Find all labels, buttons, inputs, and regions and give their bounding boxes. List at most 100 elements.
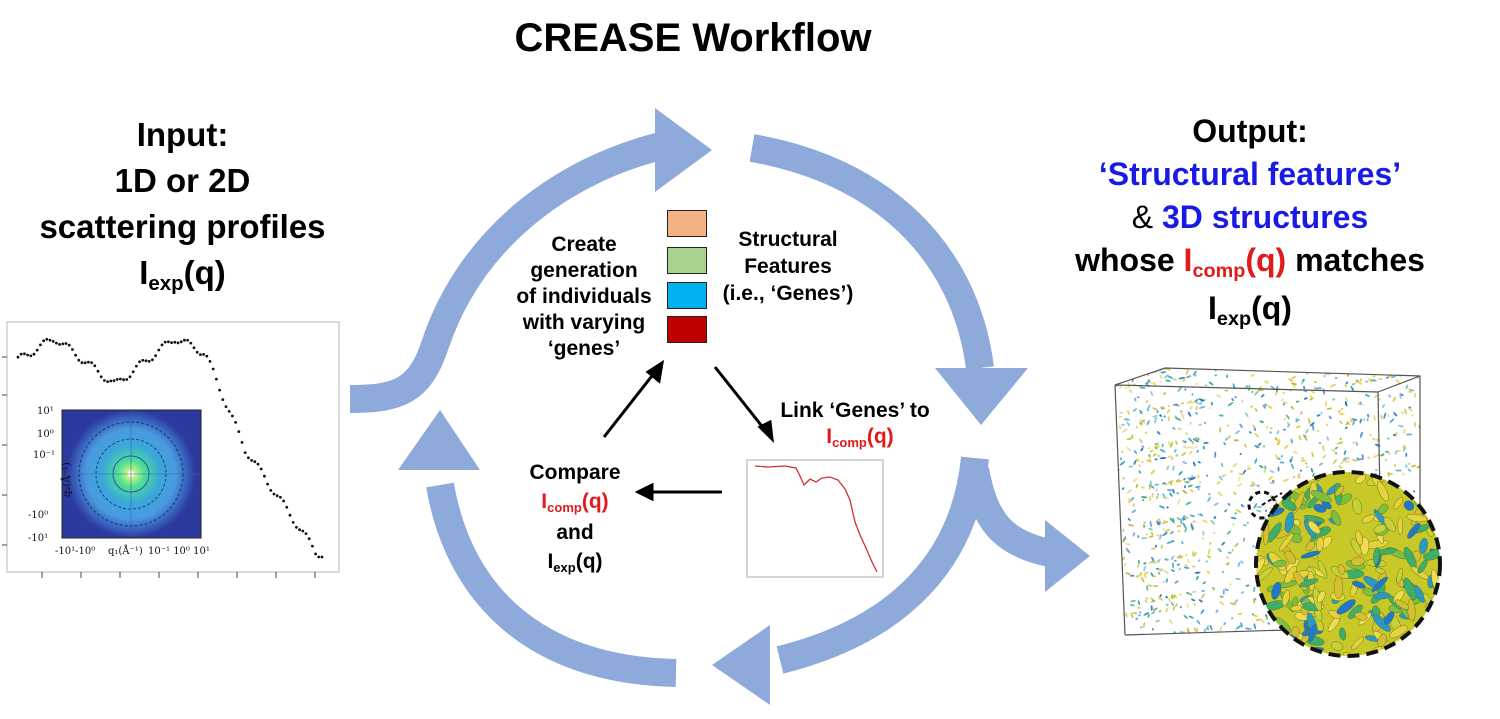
gene-box-blue — [667, 282, 707, 309]
scatter-point — [192, 346, 196, 350]
scatter-point — [83, 361, 87, 365]
scatter-point — [253, 460, 257, 464]
particle — [1269, 431, 1272, 434]
y-tick-4: -10⁰ — [28, 510, 48, 521]
particle — [1214, 374, 1217, 377]
particle — [1128, 465, 1133, 468]
particle — [1176, 517, 1181, 521]
particle — [1305, 428, 1309, 434]
particle — [1202, 581, 1207, 585]
particle — [1373, 415, 1376, 422]
particle — [1376, 438, 1379, 442]
particle — [1213, 531, 1216, 535]
particle — [1359, 378, 1362, 383]
particle — [1393, 411, 1398, 417]
zoom-particle — [1397, 516, 1404, 536]
zoom-particle — [1354, 612, 1368, 621]
particle — [1150, 605, 1153, 611]
scatter-point — [112, 379, 116, 383]
input-scattering-plot: 10¹ 10⁰ 10⁻¹ -10⁰ -10¹ -10¹-10⁰ q₁(Å⁻¹) … — [2, 321, 340, 578]
particle — [1170, 441, 1173, 448]
zoom-particle — [1308, 624, 1317, 642]
arrowhead-top — [655, 108, 712, 192]
particle — [1298, 435, 1302, 441]
zoom-particle — [1423, 548, 1440, 561]
particle — [1267, 622, 1270, 625]
x-axis-label: q₁(Å⁻¹) — [108, 545, 143, 557]
arrowhead-output — [1045, 520, 1090, 592]
particle — [1362, 403, 1364, 406]
particle — [1157, 571, 1161, 575]
particle — [1373, 375, 1376, 378]
particle — [1130, 599, 1136, 603]
scatter-point — [250, 459, 254, 462]
zoom-particle — [1352, 498, 1362, 515]
particle — [1344, 426, 1348, 430]
y-tick-1: 10¹ — [37, 406, 54, 417]
particle — [1151, 610, 1155, 615]
particle — [1204, 421, 1207, 424]
particle — [1387, 414, 1390, 417]
particle — [1345, 381, 1349, 385]
particle — [1311, 390, 1315, 394]
particle — [1184, 564, 1188, 567]
particle — [1127, 518, 1131, 521]
particle — [1137, 614, 1141, 617]
particle — [1164, 496, 1169, 499]
particle — [1164, 558, 1167, 561]
particle — [1271, 480, 1275, 483]
particle — [1150, 390, 1154, 396]
particle — [1263, 469, 1266, 474]
particle — [1167, 416, 1170, 422]
zoom-particle — [1428, 497, 1439, 507]
particle — [1402, 446, 1407, 452]
particle — [1244, 627, 1252, 630]
scatter-point — [51, 340, 55, 343]
particle — [1183, 614, 1188, 619]
particle — [1344, 397, 1349, 403]
particle — [1207, 493, 1211, 496]
particle — [1145, 597, 1148, 600]
particle — [1244, 412, 1249, 418]
particle — [1378, 398, 1381, 401]
particle — [1253, 586, 1256, 592]
particle — [1174, 580, 1179, 584]
particle — [1151, 628, 1154, 631]
particle — [1169, 517, 1174, 523]
zoom-particle — [1403, 500, 1415, 511]
particle — [1126, 446, 1132, 452]
particle — [1279, 461, 1285, 464]
scatter-point — [199, 353, 202, 356]
scatter-point — [231, 414, 234, 418]
particle — [1259, 420, 1264, 423]
particle — [1181, 541, 1184, 545]
particle — [1171, 456, 1174, 461]
particle — [1162, 482, 1166, 485]
particle — [1225, 562, 1230, 566]
particle — [1157, 560, 1161, 564]
output-3d-structure — [1114, 367, 1442, 658]
particle — [1216, 394, 1222, 398]
detector-inset — [61, 409, 202, 539]
arrow-heads — [398, 108, 1090, 705]
particle — [1227, 402, 1234, 407]
scatter-point — [234, 421, 238, 424]
zoom-particle — [1378, 503, 1389, 515]
particle — [1131, 509, 1137, 514]
particle — [1160, 374, 1163, 380]
particle — [1127, 409, 1130, 416]
particle — [1297, 472, 1301, 478]
particle — [1323, 374, 1326, 378]
particle — [1359, 418, 1362, 424]
particle — [1322, 388, 1326, 395]
particle — [1355, 442, 1359, 446]
particle — [1218, 491, 1223, 497]
particle — [1233, 439, 1239, 442]
particle — [1407, 462, 1411, 465]
particle — [1161, 443, 1164, 448]
particle — [1172, 517, 1175, 524]
zoom-particle — [1373, 592, 1391, 600]
particle — [1208, 381, 1214, 386]
particle — [1139, 411, 1143, 414]
scatter-point — [173, 340, 177, 344]
